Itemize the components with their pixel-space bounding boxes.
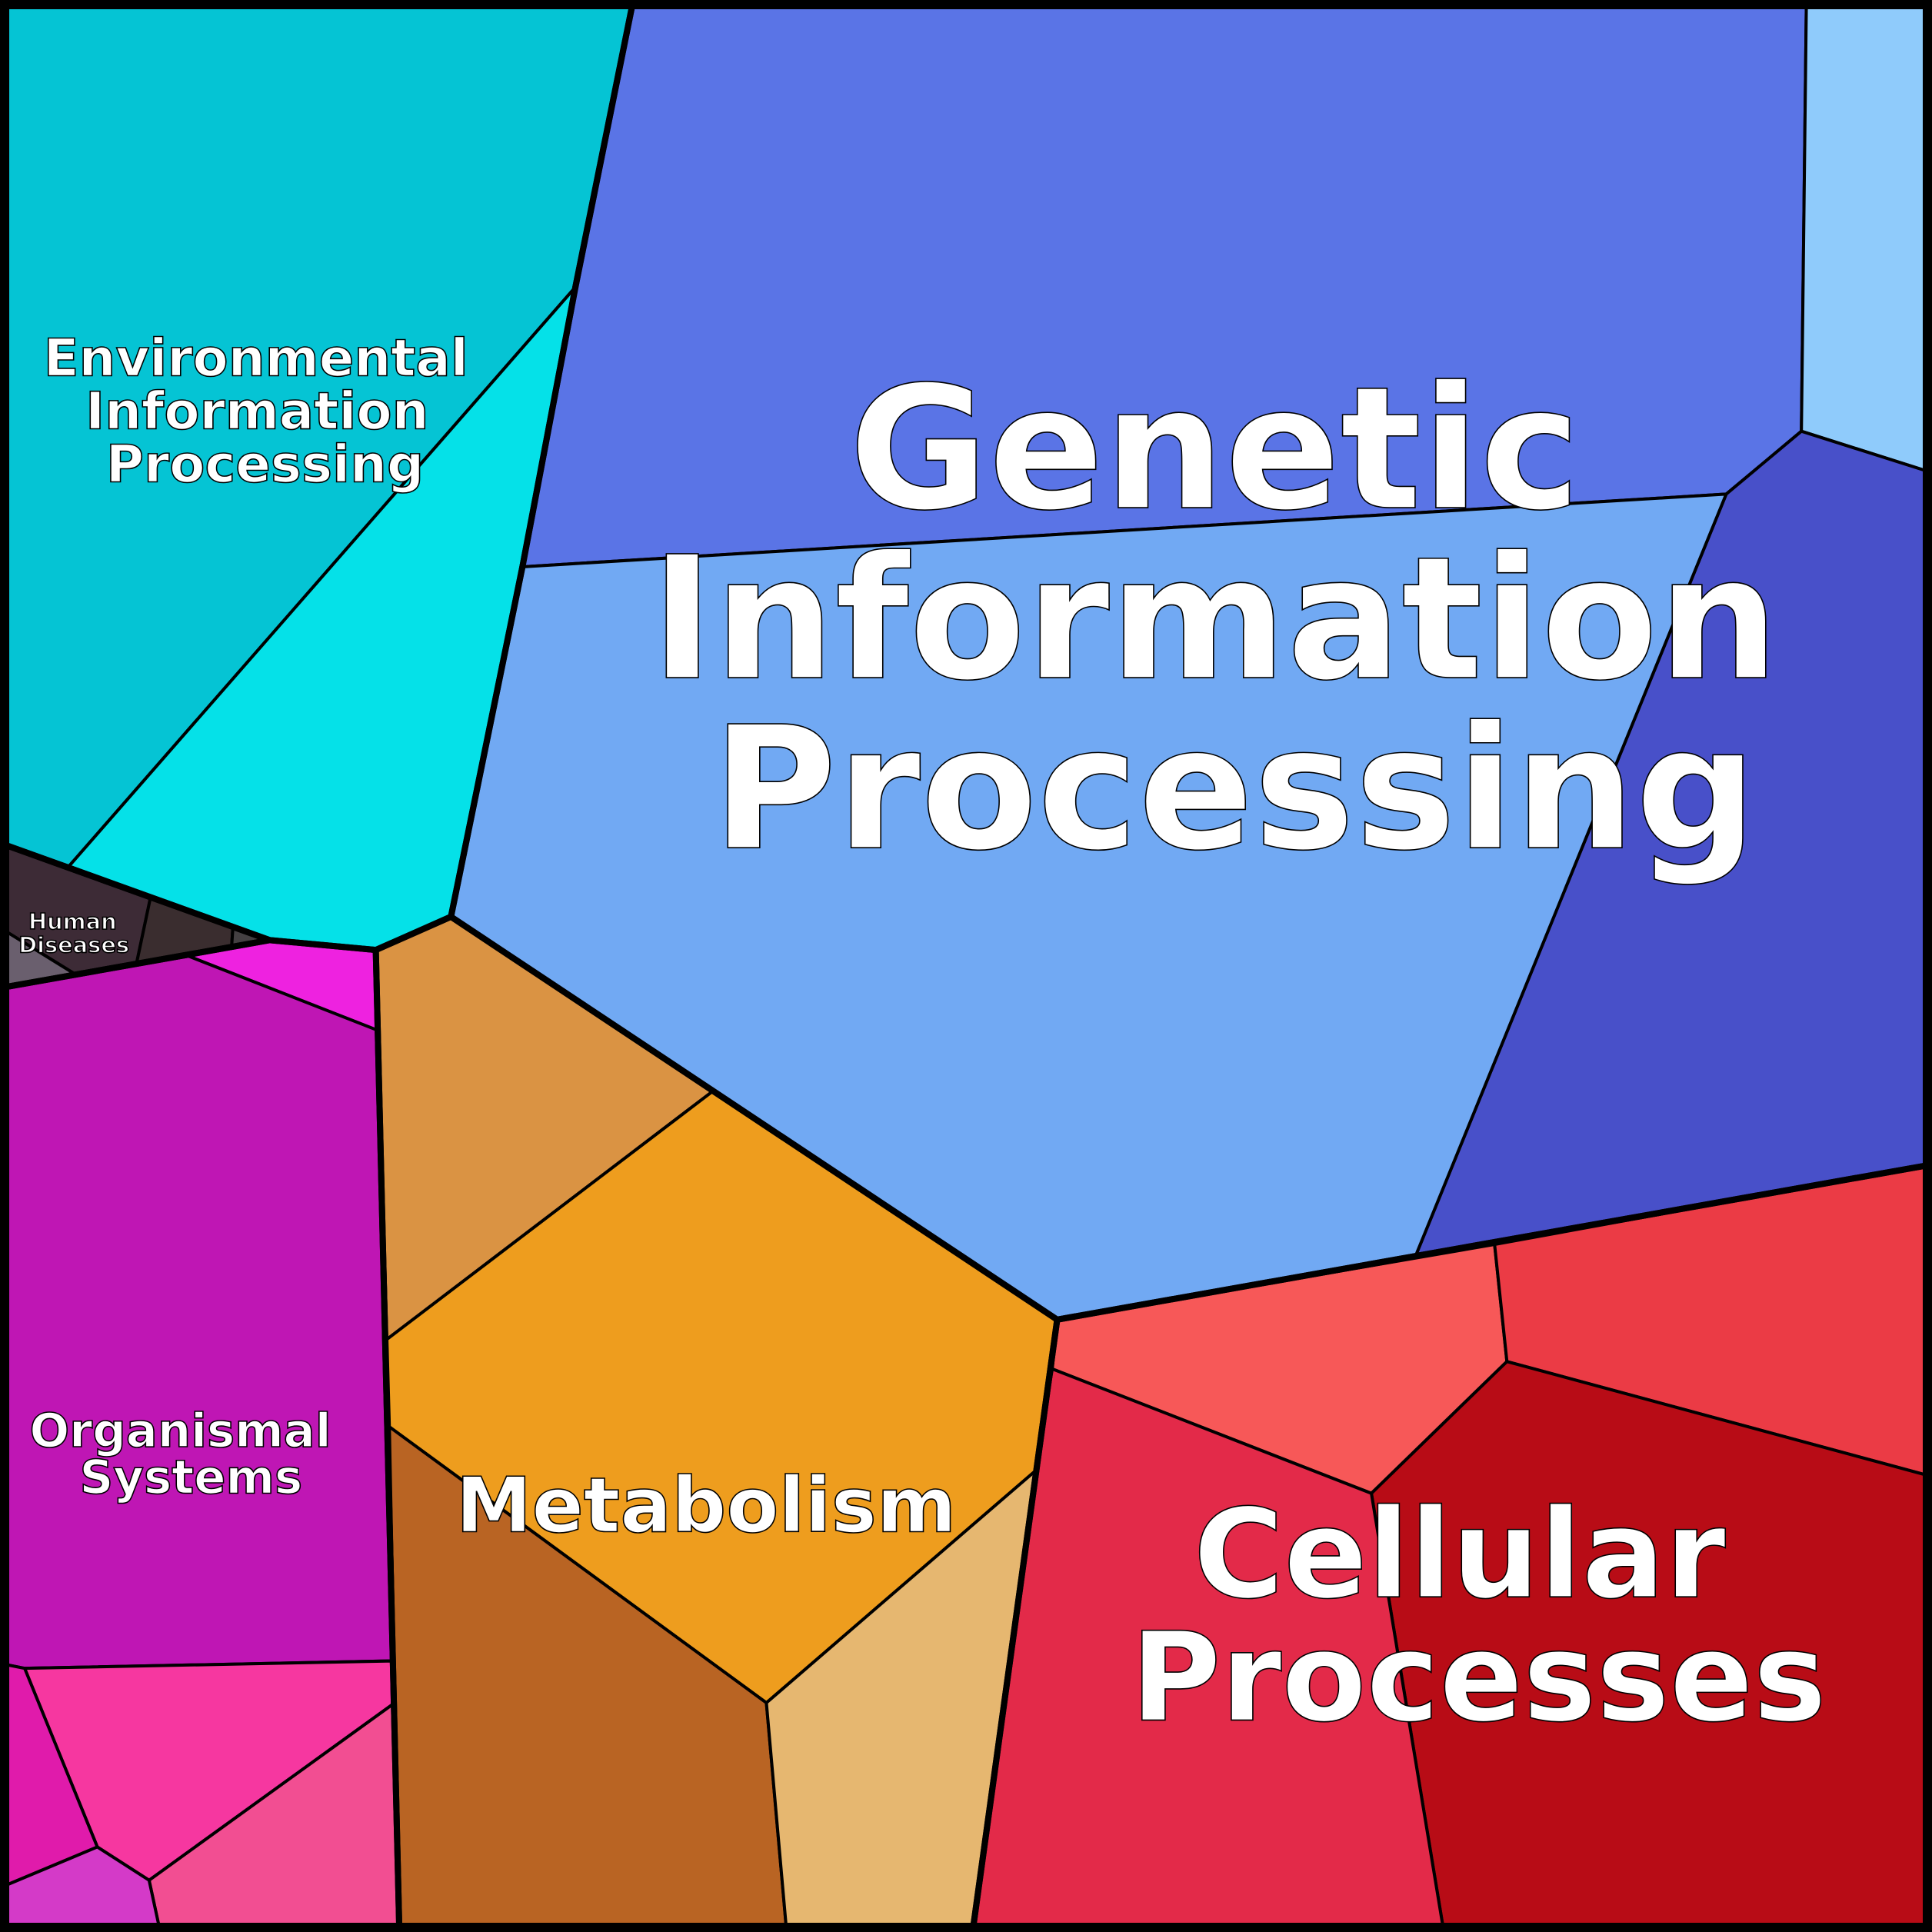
cell-organismal-2[interactable]	[5, 954, 394, 1671]
label-genetic-line-2: Information	[651, 521, 1779, 718]
cell-genetic-2[interactable]	[1800, 5, 1927, 472]
label-metabolism-line-1: Metabolism	[456, 1461, 957, 1550]
label-human-diseases-line-2: Diseases	[18, 931, 129, 958]
group-cellular	[971, 1164, 1927, 1927]
label-genetic-line-3: Processing	[712, 691, 1757, 888]
label-organismal-line-1: Organismal	[29, 1404, 331, 1458]
label-environmental-line-3: Processing	[106, 434, 424, 494]
label-cellular-line-1: Cellular	[1194, 1482, 1726, 1626]
label-cellular-line-2: Processes	[1131, 1605, 1827, 1749]
label-cellular: Cellular Processes	[1131, 1482, 1827, 1749]
label-environmental-line-2: Information	[85, 381, 428, 441]
group-metabolism	[374, 914, 1059, 1927]
label-metabolism: Metabolism	[456, 1461, 957, 1550]
label-genetic-line-1: Genetic	[849, 351, 1581, 548]
label-genetic: Genetic Information Processing	[651, 351, 1838, 888]
group-genetic	[449, 5, 1927, 1321]
label-human-diseases-line-1: Human	[28, 908, 117, 934]
label-environmental-line-1: Environmental	[44, 328, 468, 388]
label-organismal-line-2: Systems	[79, 1451, 302, 1505]
label-human-diseases: Human Diseases	[18, 908, 129, 958]
label-organismal: Organismal Systems	[29, 1404, 347, 1505]
label-environmental: Environmental Information Processing	[44, 328, 487, 495]
